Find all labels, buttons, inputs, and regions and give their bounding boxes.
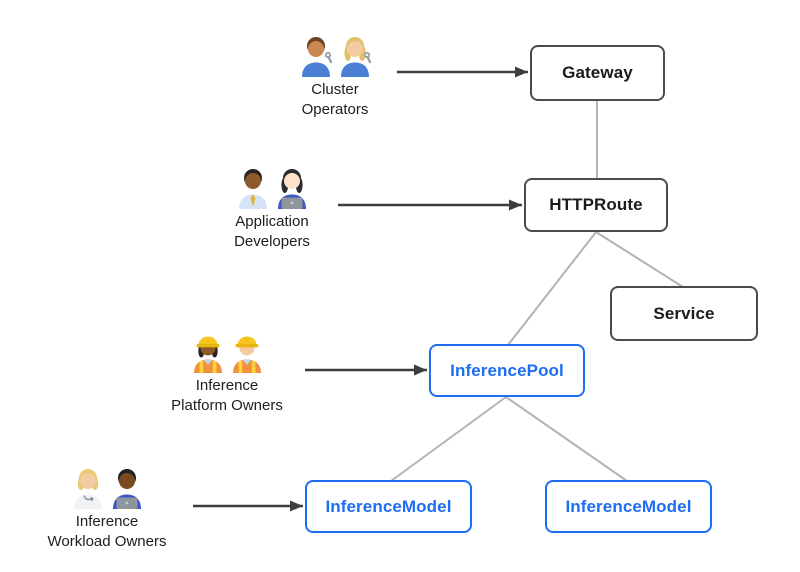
woman-construction-worker-emoji bbox=[193, 336, 222, 373]
edge-httproute-inferencepool bbox=[507, 231, 597, 346]
persona-label-line1: Cluster bbox=[311, 81, 359, 98]
persona-label-line1: Inference bbox=[75, 513, 139, 530]
persona-cluster-operators: Cluster Operators bbox=[265, 35, 405, 119]
persona-label-line2: Developers bbox=[234, 232, 310, 250]
persona-inference-platform-owners: Inference Platform Owners bbox=[147, 331, 307, 415]
node-inferencemodel-right: InferenceModel bbox=[545, 480, 712, 533]
node-gateway: Gateway bbox=[530, 45, 665, 101]
persona-icons bbox=[190, 331, 265, 373]
man-mechanic-emoji bbox=[301, 37, 332, 77]
node-inferencepool: InferencePool bbox=[429, 344, 585, 397]
node-inferencemodel-left: InferenceModel bbox=[305, 480, 472, 533]
persona-label-line1: Inference bbox=[195, 377, 259, 394]
edge-inferencepool-inferencemodel-left bbox=[390, 396, 507, 482]
man-office-worker-emoji bbox=[238, 169, 267, 209]
persona-application-developers: Application Developers bbox=[202, 167, 342, 251]
man-technologist-emoji bbox=[112, 469, 141, 509]
persona-label-line1: Application bbox=[235, 213, 309, 230]
woman-technologist-emoji bbox=[277, 169, 306, 209]
persona-label-line2: Operators bbox=[301, 100, 369, 118]
node-httproute: HTTPRoute bbox=[524, 178, 668, 232]
persona-inference-workload-owners: Inference Workload Owners bbox=[27, 467, 187, 551]
persona-label: Cluster Operators bbox=[302, 80, 369, 119]
woman-mechanic-emoji bbox=[340, 37, 371, 77]
edge-inferencepool-inferencemodel-right bbox=[505, 396, 628, 482]
persona-icons bbox=[235, 167, 310, 209]
node-service: Service bbox=[610, 286, 758, 341]
health-worker-emoji bbox=[73, 469, 102, 509]
edge-httproute-service bbox=[595, 231, 684, 288]
persona-label: Application Developers bbox=[234, 212, 310, 251]
persona-label: Inference Workload Owners bbox=[48, 512, 167, 551]
persona-icons bbox=[70, 467, 145, 509]
persona-label-line2: Workload Owners bbox=[47, 532, 167, 550]
persona-icons bbox=[298, 35, 373, 77]
persona-label-line2: Platform Owners bbox=[171, 396, 283, 414]
persona-label: Inference Platform Owners bbox=[171, 376, 283, 415]
man-construction-worker-emoji bbox=[232, 336, 261, 373]
